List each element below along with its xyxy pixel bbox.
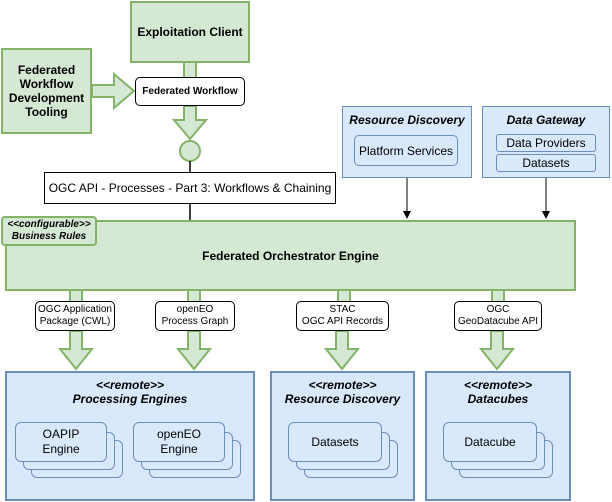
connector-label-datacube-line2: GeoDatacube API	[457, 316, 539, 327]
data-providers-item: Data Providers	[496, 134, 596, 152]
connector-label-datacube: OGC GeoDatacube API	[454, 301, 542, 331]
connector-label-stac: STAC OGC API Records	[296, 301, 389, 331]
oapip-engine-item: OAPIP Engine	[15, 422, 107, 462]
workflow-down-arrow	[171, 105, 209, 141]
ogc-processes-interface: OGC API - Processes - Part 3: Workflows …	[44, 172, 336, 204]
platform-services-item: Platform Services	[354, 135, 458, 166]
remote-processing-title: Processing Engines	[72, 392, 188, 406]
openeo-engine-line1: openEO	[156, 427, 202, 441]
federated-tooling-node: Federated Workflow Development Tooling	[1, 48, 92, 134]
connector-stubs	[69, 289, 505, 303]
remote-discovery-title: Resource Discovery	[284, 392, 401, 406]
remote-datacubes-stereotype: <<remote>>	[463, 378, 533, 392]
connector-label-stac-line2: OGC API Records	[301, 316, 384, 327]
orchestrator-engine-node: Federated Orchestrator Engine	[5, 220, 576, 291]
remote-datacubes-title: Datacubes	[467, 392, 529, 406]
tooling-workflow-arrow	[91, 71, 136, 111]
openeo-engine-item: openEO Engine	[133, 422, 225, 462]
remote-datasets-item: Datasets	[288, 422, 382, 462]
connector-label-cwl-line2: Package (CWL)	[39, 316, 111, 327]
connector-label-openeo-line2: Process Graph	[161, 316, 229, 327]
federated-workflow-node: Federated Workflow	[135, 77, 245, 106]
connector-label-openeo-line1: openEO	[176, 304, 214, 315]
connector-label-datacube-line1: OGC	[486, 304, 510, 315]
connector-label-cwl: OGC Application Package (CWL)	[35, 301, 115, 331]
oapip-engine-line1: OAPIP	[42, 427, 80, 441]
interface-circle	[179, 140, 201, 162]
business-rules-node: <<configurable>> Business Rules	[1, 216, 97, 246]
business-rules-label: Business Rules	[11, 231, 87, 242]
connector-label-openeo: openEO Process Graph	[155, 301, 235, 331]
openeo-engine-line2: Engine	[160, 442, 198, 456]
datacube-item: Datacube	[443, 422, 537, 462]
connector-down-arrows	[57, 330, 516, 371]
connector-label-stac-line1: STAC	[329, 304, 356, 315]
datasets-gateway-item: Datasets	[496, 154, 596, 172]
connector-label-cwl-line1: OGC Application	[38, 304, 112, 315]
business-rules-stereotype: <<configurable>>	[7, 219, 91, 230]
remote-discovery-stereotype: <<remote>>	[308, 378, 377, 392]
exploitation-client-node: Exploitation Client	[130, 1, 250, 63]
remote-processing-stereotype: <<remote>>	[95, 378, 165, 392]
resource-discovery-top-title: Resource Discovery	[349, 113, 465, 127]
client-workflow-link	[183, 61, 197, 79]
oapip-engine-line2: Engine	[42, 442, 80, 456]
data-gateway-title: Data Gateway	[506, 113, 586, 127]
